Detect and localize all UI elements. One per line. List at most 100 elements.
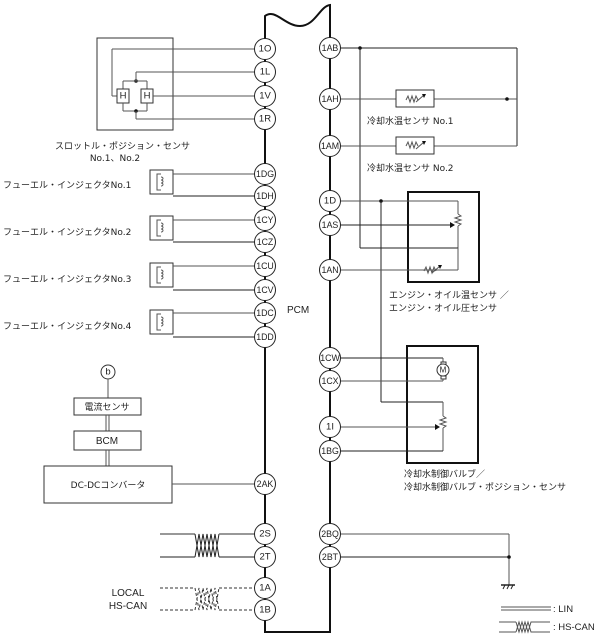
throttle-sensor-box [96, 37, 174, 131]
pin-circle [254, 61, 276, 83]
pin-label: 1CY [256, 215, 273, 225]
throttle-sensor-label-2: No.1、No.2 [90, 154, 140, 164]
pin-label: 1CX [321, 376, 338, 386]
coolant-temp-sensor-1-label: 冷却水温センサ No.1 [367, 115, 454, 127]
injector-3: フューエル・インジェクタNo.3 [3, 262, 256, 291]
right-pin-2bq: 2BQ [319, 523, 341, 545]
pin-label: 1R [259, 114, 271, 125]
pin-circle [254, 38, 276, 60]
pin-circle [254, 231, 276, 253]
injector-2: フューエル・インジェクタNo.2 [3, 215, 256, 243]
pin-circle [254, 523, 276, 545]
pin-circle [254, 326, 276, 348]
pcm-outline [264, 3, 331, 633]
hs-can-twisted-pair [160, 533, 256, 558]
pin-label: 1CZ [257, 237, 274, 247]
pin-circle [254, 163, 276, 185]
pcm-label: PCM [287, 305, 309, 316]
oil-sensor-box [407, 191, 480, 283]
left-pin-2ak: 2AK [254, 473, 276, 495]
pin-circle [254, 473, 276, 495]
injector-4-label: フューエル・インジェクタNo.4 [3, 321, 132, 332]
pin-circle [254, 185, 276, 207]
pin-label: 1DC [256, 308, 274, 318]
right-pin-1as: 1AS [319, 214, 341, 236]
pin-circle [319, 37, 341, 59]
injector-1: フューエル・インジェクタNo.1 [3, 169, 256, 197]
pin-label: 1CU [256, 261, 274, 271]
pin-label: 1AS [322, 220, 339, 230]
pin-label: 1L [260, 67, 271, 78]
pin-circle [254, 546, 276, 568]
pin-circle [254, 108, 276, 130]
pin-circle [254, 209, 276, 231]
legend-hs-can-line [499, 620, 550, 634]
right-pin-1d: 1D [319, 190, 341, 212]
pin-label: 1AH [321, 94, 338, 104]
pin-circle [254, 279, 276, 301]
pin-label: 1CV [256, 285, 273, 295]
local-hs-can-pair [160, 587, 256, 611]
left-pin-2t: 2T [254, 546, 276, 568]
pin-label: 2BQ [321, 529, 339, 539]
legend-lin-label: : LIN [553, 604, 573, 615]
pin-label: 1D [324, 196, 336, 207]
pin-label: 2AK [257, 479, 274, 489]
right-pin-1i: 1I [319, 416, 341, 438]
coolant-valve-label-2: 冷却水制御バルブ・ポジション・センサ [404, 481, 566, 493]
pin-circle [319, 88, 341, 110]
pin-label: 1CW [320, 353, 340, 363]
pin-label: 2T [259, 552, 270, 563]
pin-circle [319, 190, 341, 212]
left-pin-1cu: 1CU [254, 255, 276, 277]
right-pin-2bt: 2BT [319, 546, 341, 568]
left-pin-1v: 1V [254, 85, 276, 107]
left-pin-1r: 1R [254, 108, 276, 130]
pin-circle [254, 85, 276, 107]
pin-circle [319, 370, 341, 392]
right-pin-1bg: 1BG [319, 440, 341, 462]
right-pin-1cw: 1CW [319, 347, 341, 369]
pin-circle [254, 255, 276, 277]
right-pin-1an: 1AN [319, 259, 341, 281]
pin-circle [319, 523, 341, 545]
coolant-temp-sensor-2-label: 冷却水温センサ No.2 [367, 162, 454, 174]
pin-label: 1AN [321, 265, 338, 275]
throttle-sensor-label: スロットル・ポジション・センサ [55, 141, 190, 152]
coolant-valve-label-1: 冷却水制御バルブ／ [404, 468, 485, 480]
left-pin-1dh: 1DH [254, 185, 276, 207]
left-pin-1dc: 1DC [254, 302, 276, 324]
pin-label: 1DH [256, 191, 274, 201]
right-pin-1cx: 1CX [319, 370, 341, 392]
local-can-label-1: LOCAL [112, 588, 145, 599]
pin-circle [319, 347, 341, 369]
pin-circle [254, 577, 276, 599]
pin-label: 1AB [322, 43, 339, 53]
pin-label: 1DG [256, 169, 274, 179]
pin-circle [319, 214, 341, 236]
pin-label: 1AM [321, 141, 339, 151]
bcm-box [73, 430, 142, 451]
pin-label: 1I [326, 422, 334, 433]
connector-b-label: b [105, 367, 110, 378]
right-pin-1ah: 1AH [319, 88, 341, 110]
hall-label-1: H [120, 91, 127, 102]
left-pin-1l: 1L [254, 61, 276, 83]
left-pin-1dg: 1DG [254, 163, 276, 185]
pin-label: 1B [259, 605, 271, 616]
oil-sensor-label-1: エンジン・オイル温センサ ／ [389, 290, 509, 301]
pin-label: 1DD [256, 332, 274, 342]
injector-2-label: フューエル・インジェクタNo.2 [3, 227, 131, 238]
pin-label: 1O [259, 44, 272, 55]
pin-circle [319, 546, 341, 568]
coolant-valve-box [406, 345, 479, 464]
left-pin-1o: 1O [254, 38, 276, 60]
left-pin-1a: 1A [254, 577, 276, 599]
pin-label: 2S [259, 529, 271, 540]
right-pin-1ab: 1AB [319, 37, 341, 59]
left-pin-1cy: 1CY [254, 209, 276, 231]
left-pin-1b: 1B [254, 599, 276, 621]
oil-sensor-label-2: エンジン・オイル圧センサ [389, 303, 497, 314]
legend: : LIN : HS-CAN [499, 604, 595, 634]
